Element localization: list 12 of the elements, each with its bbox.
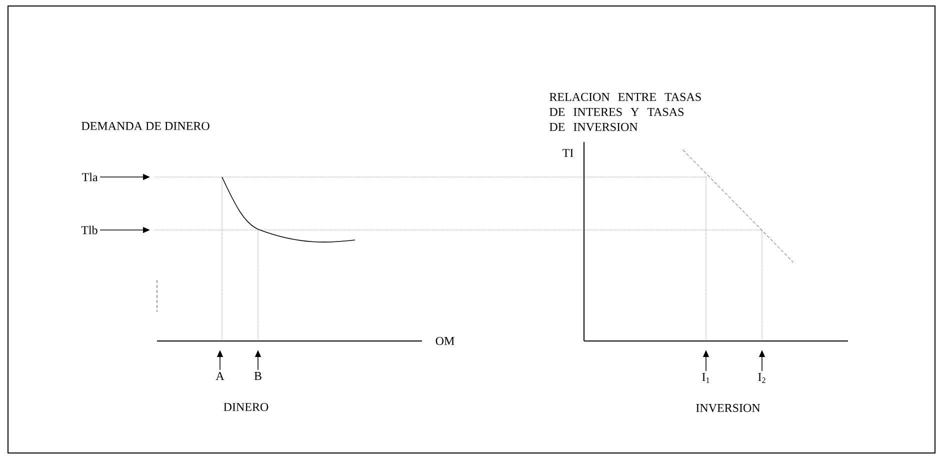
axis-label: INVERSION bbox=[696, 404, 760, 412]
axis-label: OM bbox=[436, 336, 454, 346]
axis-label: A bbox=[216, 372, 224, 380]
chart-title: DEMANDA DE DINERO bbox=[82, 122, 210, 130]
axis-label: I$_{1}$ bbox=[702, 373, 710, 383]
chart-title: RELACION ENTRE TASAS DE INTERES Y TASAS DE INVERSION bbox=[550, 92, 701, 132]
axis-label: I$_{2}$ bbox=[758, 373, 766, 383]
axis-label: Tla bbox=[82, 172, 98, 182]
axis-label: Tlb bbox=[81, 226, 98, 234]
axis-label: DINERO bbox=[224, 402, 268, 412]
axis-label: TI bbox=[562, 149, 574, 157]
axis-label: B bbox=[254, 372, 262, 380]
